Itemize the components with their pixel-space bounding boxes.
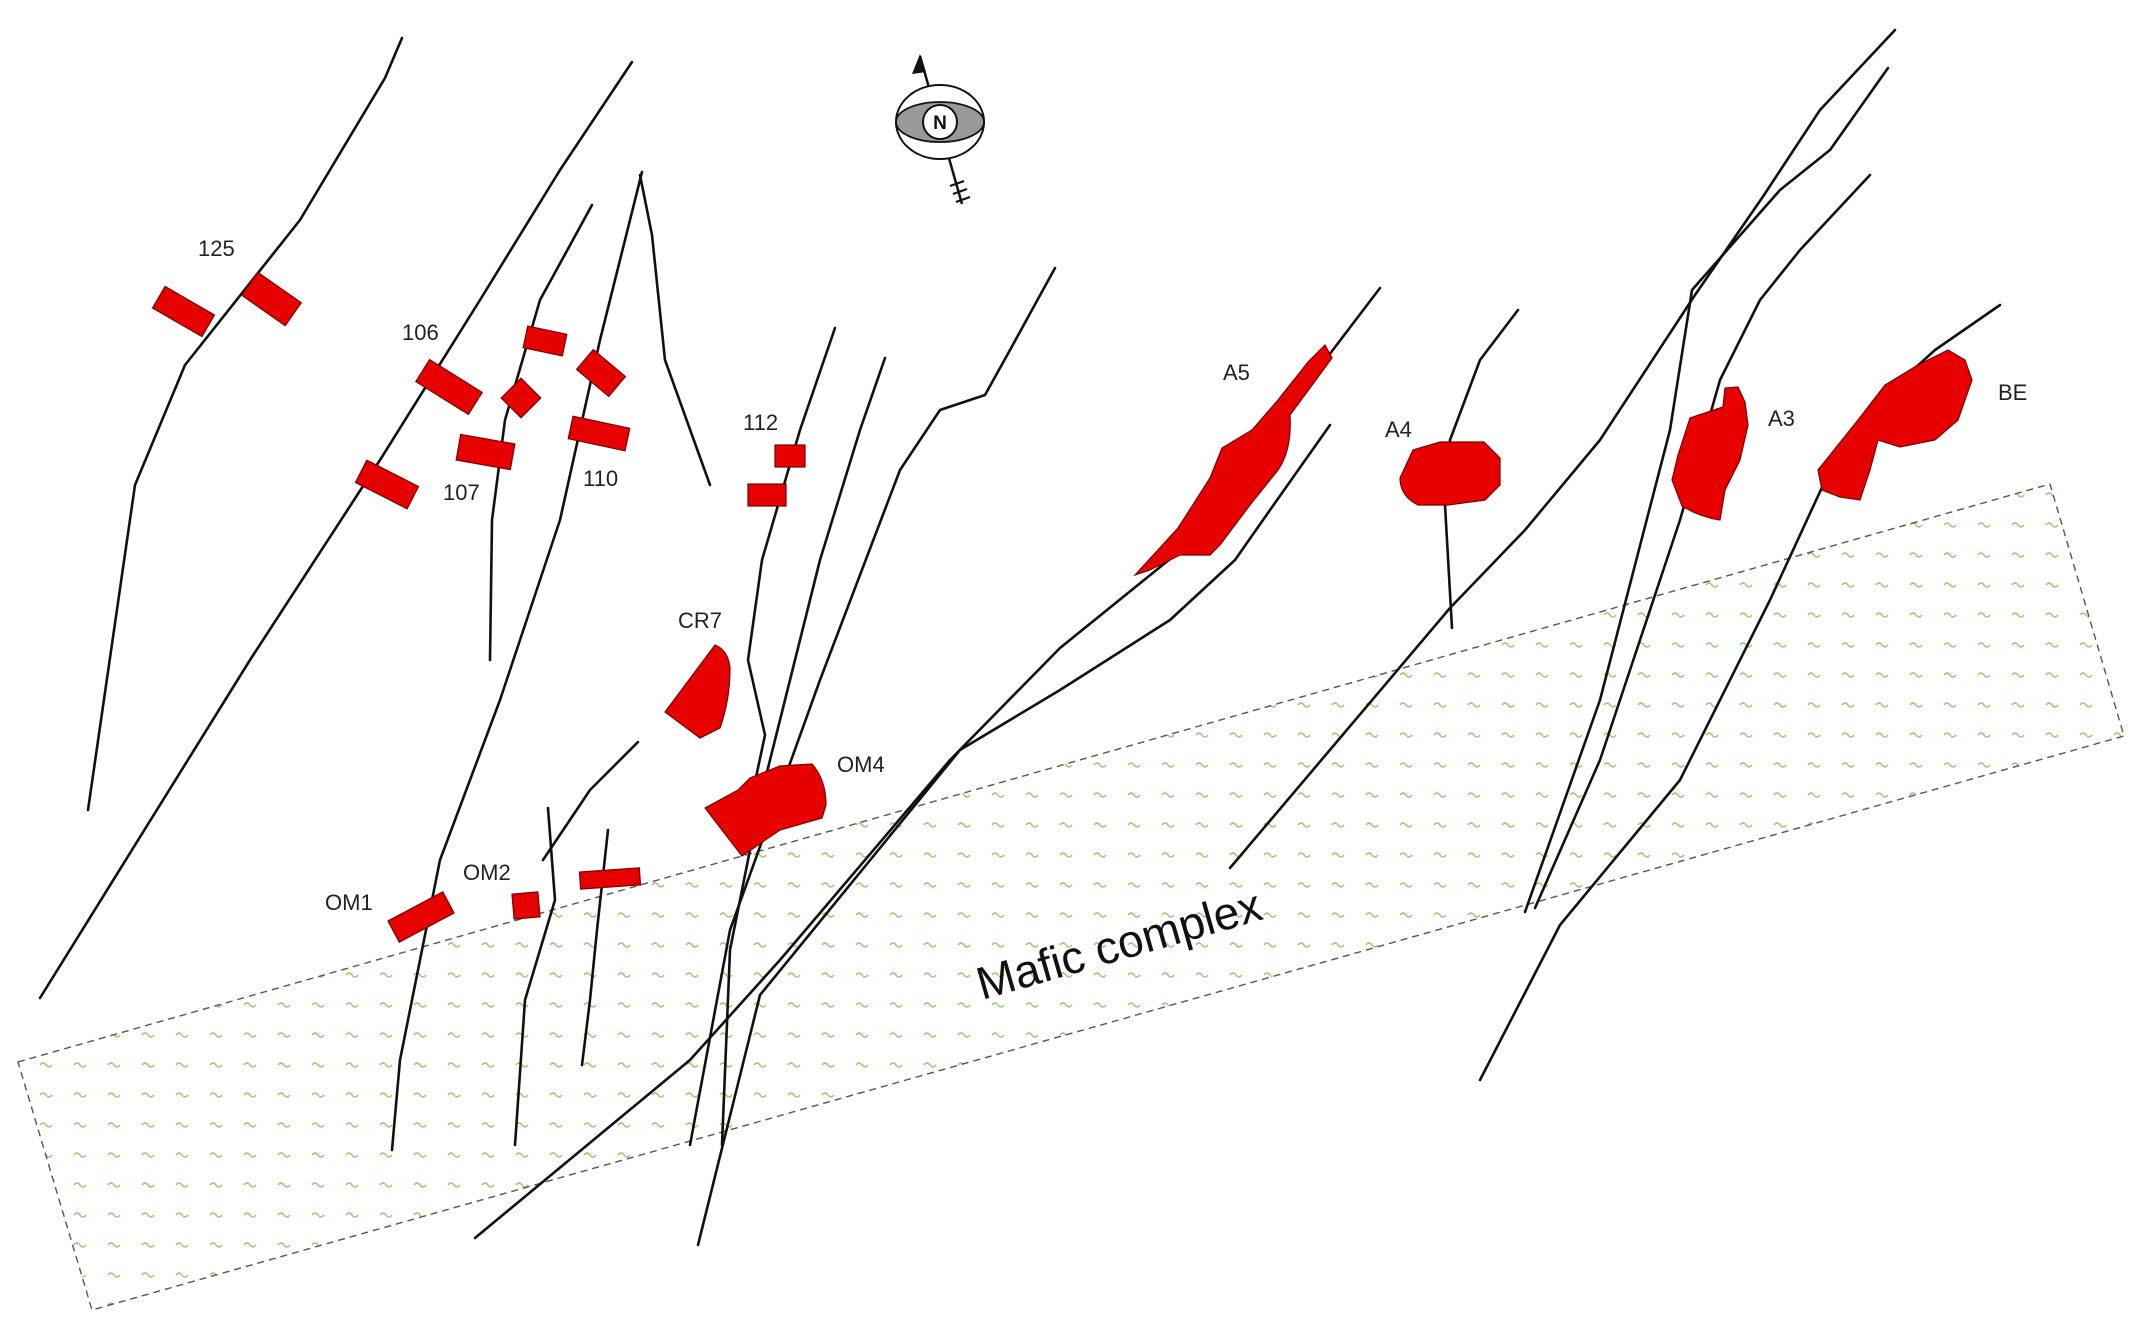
label-cr7: CR7 [678,608,722,633]
ore-body-107[interactable] [355,434,514,508]
label-125: 125 [198,236,235,261]
ore-body-106[interactable] [416,326,626,418]
ore-body-a4[interactable] [1400,442,1500,505]
ore-body-be[interactable] [1818,350,1972,500]
label-a5: A5 [1223,360,1250,385]
ore-body-cr7[interactable] [665,645,730,738]
label-a3: A3 [1768,406,1795,431]
label-om4: OM4 [837,752,885,777]
north-label: N [933,113,947,134]
label-106: 106 [402,320,439,345]
ore-body-a3[interactable] [1672,387,1748,520]
label-be: BE [1998,380,2027,405]
label-107: 107 [443,480,480,505]
label-a4: A4 [1385,417,1412,442]
label-om1: OM1 [325,890,373,915]
ore-body-112[interactable] [748,445,805,506]
north-arrow-icon: N [896,54,984,204]
label-112: 112 [743,410,778,435]
label-om2: OM2 [463,860,511,885]
ore-body-om1[interactable] [388,892,454,942]
ore-body-125[interactable] [153,272,302,336]
label-110: 110 [583,466,618,491]
